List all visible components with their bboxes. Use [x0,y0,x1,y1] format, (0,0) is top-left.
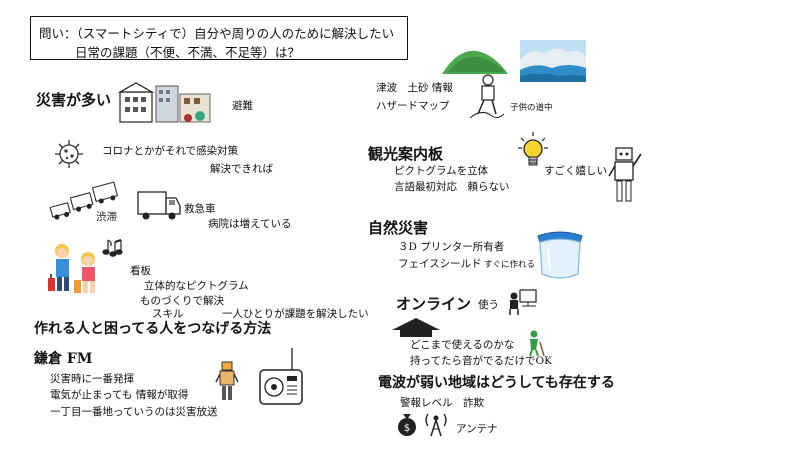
skill-text: スキル [152,308,184,320]
question-line-2: 日常の課題（不便、不満、不足等）は？ [75,45,301,60]
travellers-icon [48,244,95,293]
online-heading: オンライン [396,295,472,313]
hill-icon [442,50,508,74]
make-fast-text: すぐに作れる [484,260,536,270]
light-bulb-icon [518,132,548,166]
tourist-heading: 観光案内板 [368,145,444,163]
house-icon [392,318,440,337]
waving-robot-icon [608,147,642,202]
face-shield-text: フェイスシールド [398,258,482,270]
fm-text-3: 一丁目一番地っていうのは災害放送 [50,406,218,418]
traffic-jam-icon [49,181,119,220]
evacuation-text: 避難 [232,100,253,112]
landscape-photo-icon [520,40,586,82]
pictogram-3d-text: 立体的なピクトグラム [144,280,249,292]
ambulance-icon [137,191,181,220]
tsunami-text: 津波 土砂 情報 [376,82,453,94]
hazard-map-text: ハザードマップ [376,100,450,112]
child-walking-icon [469,74,505,119]
ambulance-text: 救急車 [184,203,216,215]
weak-signal-heading: 電波が弱い地域はどうしても存在する [378,375,615,391]
fm-text-2: 電気が止まっても 情報が取得 [50,389,189,401]
use-text: 使う [478,299,499,311]
signboard-text: 看板 [130,265,151,277]
antenna-text: アンテナ [456,423,498,435]
hospital-text: 病院は増えている [208,218,292,230]
money-bag-icon: $ [398,414,416,436]
natural-disaster-heading: 自然災害 [368,219,429,237]
corona-text-1: コロナとかがそれで感染対策 [102,145,239,157]
radio-icon [259,348,303,405]
question-box: 問い：（スマートシティで）自分や周りの人のために解決したい 日常の課題（不便、不… [30,16,408,60]
traffic-text: 渋滞 [96,211,117,223]
question-line-1: 問い：（スマートシティで）自分や周りの人のために解決したい [39,26,395,41]
robot-icon [215,361,239,400]
printer-text: ３D プリンター所有者 [398,241,505,253]
fm-text-1: 災害時に一番発揮 [50,373,134,385]
kamakura-fm-heading: 鎌倉 FM [34,351,93,367]
svg-text:$: $ [404,423,410,434]
connect-heading: 作れる人と困ってる人をつなげる方法 [34,321,272,337]
computer-user-icon [509,289,537,315]
child-road-text: 子供の道中 [510,103,553,113]
disaster-heading: 災害が多い [36,91,112,109]
virus-icon [55,140,83,168]
anywhere-text: どこまで使えるのかな [410,339,515,351]
monozukuri-text: ものづくりで解決 [140,295,224,307]
face-shield-icon [537,231,583,279]
antenna-icon [425,413,447,437]
language-text: 言語最初対応 頼らない [394,181,510,193]
happy-text: すごく嬉しい [544,165,607,177]
everyone-text: 一人ひとりが課題を解決したい [222,308,369,320]
buildings-icon [117,82,211,123]
alert-fraud-text: 警報レベル 詐欺 [400,397,484,409]
music-notes-icon [102,239,123,257]
elderly-person-icon [529,330,545,357]
corona-text-2: 解決できれば [210,163,273,175]
pictogram-text: ピクトグラムを立体 [394,165,489,177]
sound-ok-text: 持ってたら音がでるだけでOK [410,355,552,367]
